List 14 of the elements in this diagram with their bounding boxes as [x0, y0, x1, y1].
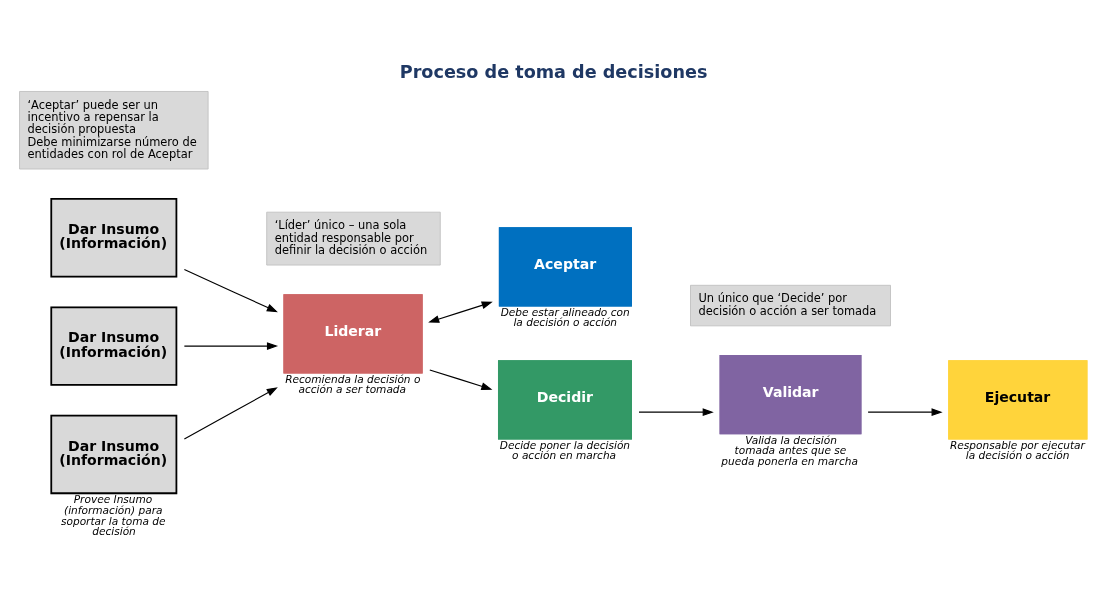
node-label: Responsable por ejecutar la decisión o acción	[949, 438, 1085, 461]
arrow	[429, 368, 493, 390]
arrow	[428, 301, 493, 323]
node-label: Provee Insumo (información) para soportar la toma de decisión	[60, 492, 166, 537]
diagram-title: Proceso de toma de decisiones	[399, 61, 708, 82]
node-label: Recomienda la decisión o acción a ser tomada	[285, 372, 421, 395]
arrow	[183, 341, 279, 350]
arrow	[867, 407, 943, 416]
node-label: Valida la decisión tomada antes que se pueda ponerla en marcha	[721, 433, 858, 467]
arrow	[183, 386, 278, 439]
arrow	[183, 268, 278, 312]
node-label: Debe estar alineado con la decisión o acción	[500, 305, 630, 328]
node-label: Decide poner la decisión o acción en marcha	[499, 438, 631, 461]
arrow	[638, 407, 714, 416]
